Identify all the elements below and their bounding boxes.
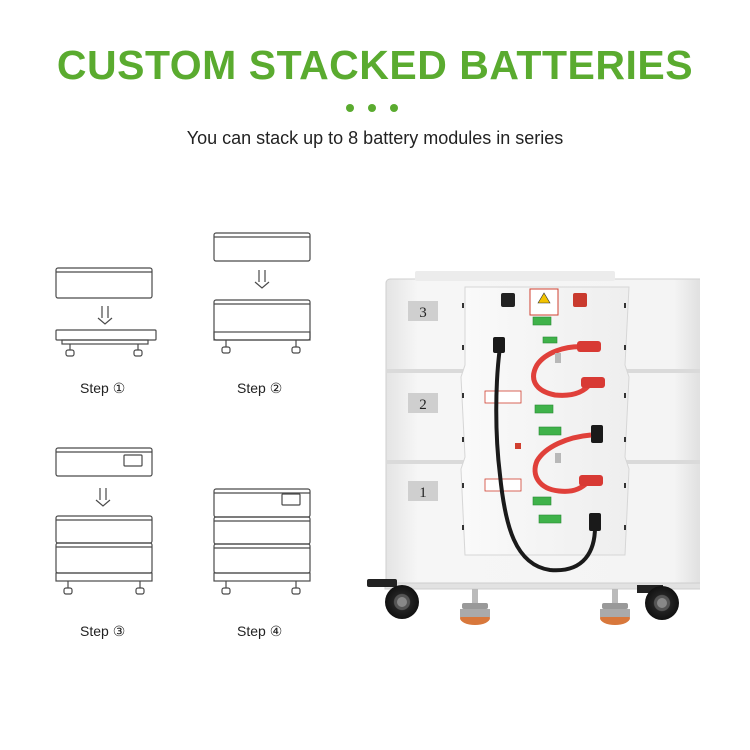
battery-module-outline xyxy=(55,267,153,299)
wheel-outline xyxy=(135,581,145,595)
positive-terminal xyxy=(573,293,587,307)
wheel-outline xyxy=(221,581,231,595)
module-number-plate xyxy=(408,481,438,501)
caster-wheel-right xyxy=(637,585,679,620)
step-1-illustration xyxy=(55,267,157,357)
title-dots-divider xyxy=(346,104,402,114)
step-3-label: Step ③ xyxy=(80,623,126,639)
module-number-plate xyxy=(408,393,438,413)
step-4-label: Step ④ xyxy=(237,623,283,639)
step-1-label: Step ① xyxy=(80,380,126,396)
base-platform-outline xyxy=(55,329,157,341)
display-window-outline xyxy=(123,454,143,467)
module-number-1: 1 xyxy=(419,485,427,501)
display-window-outline xyxy=(281,493,301,506)
leveling-foot-left xyxy=(460,589,490,625)
wheel-outline xyxy=(133,344,143,357)
battery-module-outline xyxy=(213,232,311,262)
green-communication-connector xyxy=(532,496,552,506)
step-2-illustration xyxy=(213,232,311,354)
step-4-illustration xyxy=(213,488,311,595)
battery-module-outline xyxy=(55,447,153,477)
wheel-outline xyxy=(291,340,301,354)
module-number-3: 3 xyxy=(419,305,427,321)
black-cable xyxy=(494,346,597,573)
leveling-foot-right xyxy=(600,589,630,625)
wheel-outline xyxy=(65,344,75,357)
stacked-battery-cabinet-photo: 3 2 1 xyxy=(367,271,700,625)
dot xyxy=(346,104,354,112)
green-communication-connector xyxy=(538,426,562,436)
negative-terminal xyxy=(501,293,515,307)
green-communication-connector xyxy=(534,404,554,414)
wheel-outline xyxy=(291,581,301,595)
battery-cabinet: 3 2 1 xyxy=(385,271,700,585)
caster-wheel-left xyxy=(367,579,419,619)
battery-module-outline xyxy=(213,299,311,341)
down-arrow-icon xyxy=(254,270,270,289)
green-communication-connector xyxy=(532,316,552,326)
page-title: CUSTOM STACKED BATTERIES xyxy=(56,42,694,88)
dot xyxy=(368,104,376,112)
step-2-label: Step ② xyxy=(237,380,283,396)
dot xyxy=(390,104,398,112)
red-power-cable xyxy=(531,344,593,398)
warning-label xyxy=(484,390,522,404)
page-subtitle: You can stack up to 8 battery modules in… xyxy=(186,128,564,148)
down-arrow-icon xyxy=(97,306,113,325)
wheel-outline xyxy=(63,581,73,595)
wheel-outline xyxy=(221,340,231,354)
green-communication-connector xyxy=(538,514,562,524)
module-number-plate xyxy=(408,301,438,321)
module-number-2: 2 xyxy=(419,397,427,413)
stacking-steps-diagram xyxy=(55,232,311,595)
step-3-illustration xyxy=(55,447,153,595)
red-power-cable xyxy=(532,432,592,494)
down-arrow-icon xyxy=(95,488,111,507)
